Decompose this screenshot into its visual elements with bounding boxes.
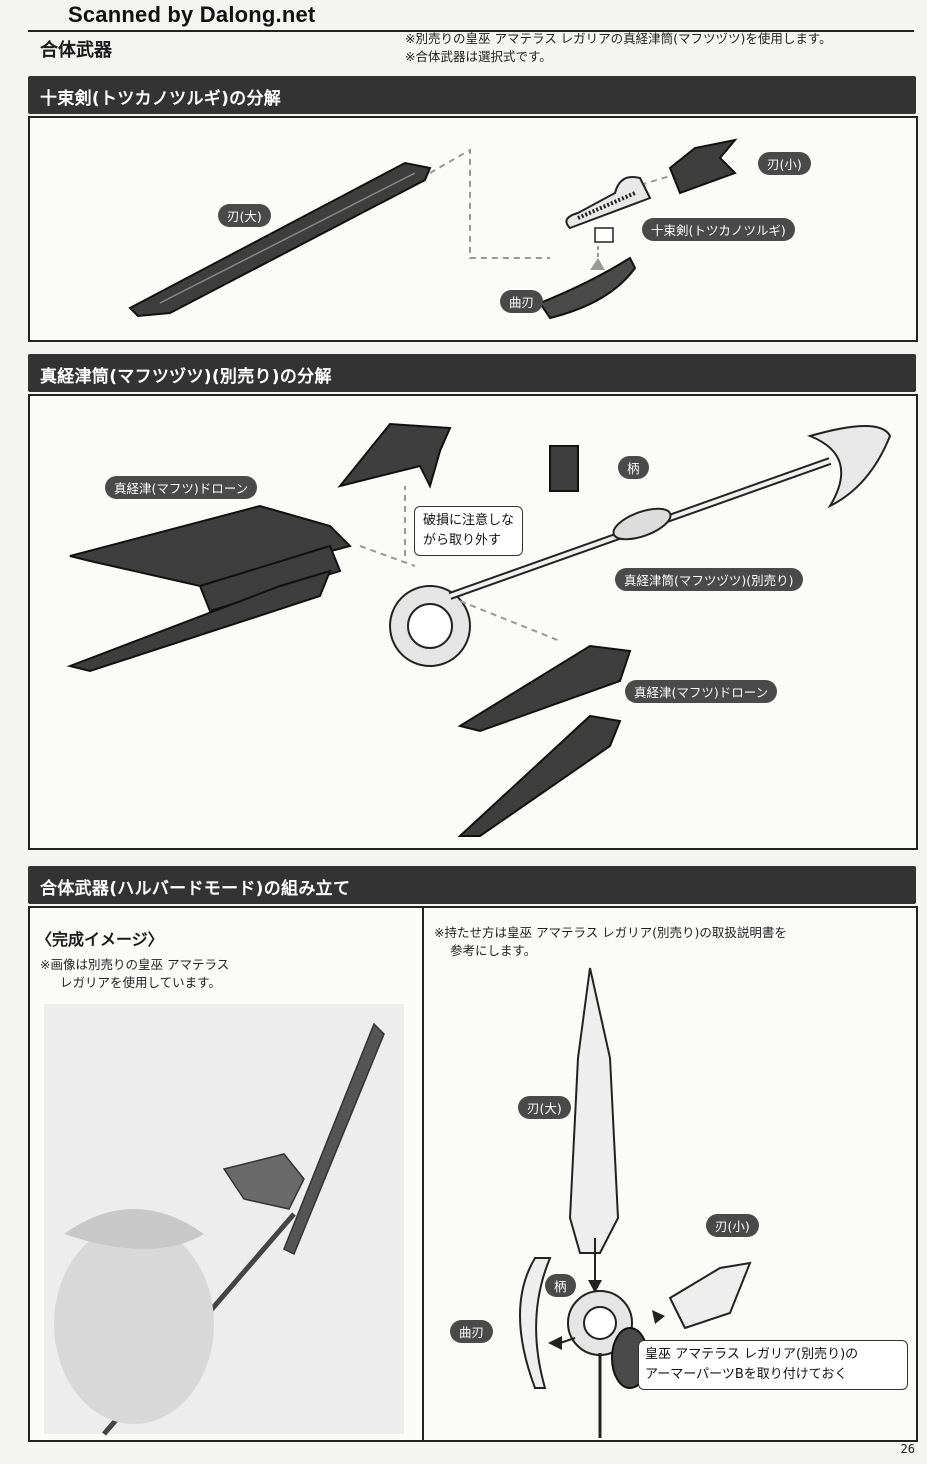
assembly-guide-line [629,172,681,189]
label-assembly-blade-small: 刃(小) [706,1214,759,1237]
section3-panel: 〈完成イメージ〉 ※画像は別売りの皇巫 アマテラス レガリアを使用しています。 … [28,906,918,1442]
label-curved-blade: 曲刃 [500,290,544,313]
label-assembly-curved-blade: 曲刃 [450,1320,494,1343]
assembly-diagram [519,967,752,1438]
hold-note2: 参考にします。 [450,943,537,958]
label-tsutsu: 真経津筒(マフツヅツ)(別売り) [615,568,803,591]
wing-part [337,422,452,489]
complete-image-note1: ※画像は別売りの皇巫 アマテラス [40,957,230,972]
section1-illustration [128,138,738,320]
label-drone-right: 真経津(マフツ)ドローン [625,680,778,703]
assembly-guide-line [429,148,550,259]
section1-header: 十束剣(トツカノツルギ)の分解 [28,76,916,114]
top-rule [28,30,914,68]
complete-image-note2: レガリアを使用しています。 [60,975,221,990]
tsurugi-hilt-part [565,176,652,230]
section3-divider [422,908,424,1440]
assembled-small-blade [668,1261,752,1330]
crescent-part [806,425,892,509]
complete-image-photo [44,1004,404,1436]
label-assembly-blade-large: 刃(大) [518,1096,571,1119]
section-main-title: 合体武器 [40,40,112,61]
curved-blade-part [538,256,637,320]
section-main-note2: ※合体武器は選択式です。 [405,49,552,64]
label-assembly-handle: 柄 [545,1274,576,1297]
label-handle: 柄 [618,456,649,479]
right-drone-part [457,644,632,733]
assembled-curved-blade [519,1257,552,1389]
section2-illustration [66,422,892,837]
section3-header: 合体武器(ハルバードモード)の組み立て [28,866,916,904]
left-drone-part [69,504,352,588]
armor-callout: 皇巫 アマテラス レガリア(別売り)の アーマーパーツBを取り付けておく [638,1340,908,1390]
watermark: Scanned by Dalong.net [68,2,316,27]
section2-panel: 真経津(マフツ)ドローン 柄 破損に注意しな がら取り外す 真経津筒(マフツヅツ… [28,394,918,850]
section1-title: 十束剣(トツカノツルギ)の分解 [40,89,282,109]
section-main-note1: ※別売りの皇巫 アマテラス レガリアの真経津筒(マフツヅツ)を使用します。 [405,31,832,46]
label-blade-small: 刃(小) [758,152,811,175]
complete-image-heading: 〈完成イメージ〉 [36,930,164,949]
label-drone-left: 真経津(マフツ)ドローン [105,476,258,499]
large-blade-part [128,161,432,318]
label-tsurugi: 十束剣(トツカノツルギ) [642,218,795,241]
label-blade-large: 刃(大) [218,204,271,227]
page-number: 26 [900,1442,915,1456]
assembled-large-blade [568,967,620,1254]
section2-title: 真経津筒(マフツヅツ)(別売り)の分解 [40,367,332,387]
section3-title: 合体武器(ハルバードモード)の組み立て [40,879,351,899]
section1-panel: 刃(大) 刃(小) 十束剣(トツカノツルギ) 曲刃 [28,116,918,342]
armor-callout-line2: アーマーパーツBを取り付けておく [645,1367,848,1382]
small-blade-part [668,138,738,195]
caution-callout: 破損に注意しな がら取り外す [414,506,524,556]
armor-callout-line1: 皇巫 アマテラス レガリア(別売り)の [645,1347,859,1362]
section2-header: 真経津筒(マフツヅツ)(別売り)の分解 [28,354,916,392]
hold-note1: ※持たせ方は皇巫 アマテラス レガリア(別売り)の取扱説明書を [434,925,787,940]
